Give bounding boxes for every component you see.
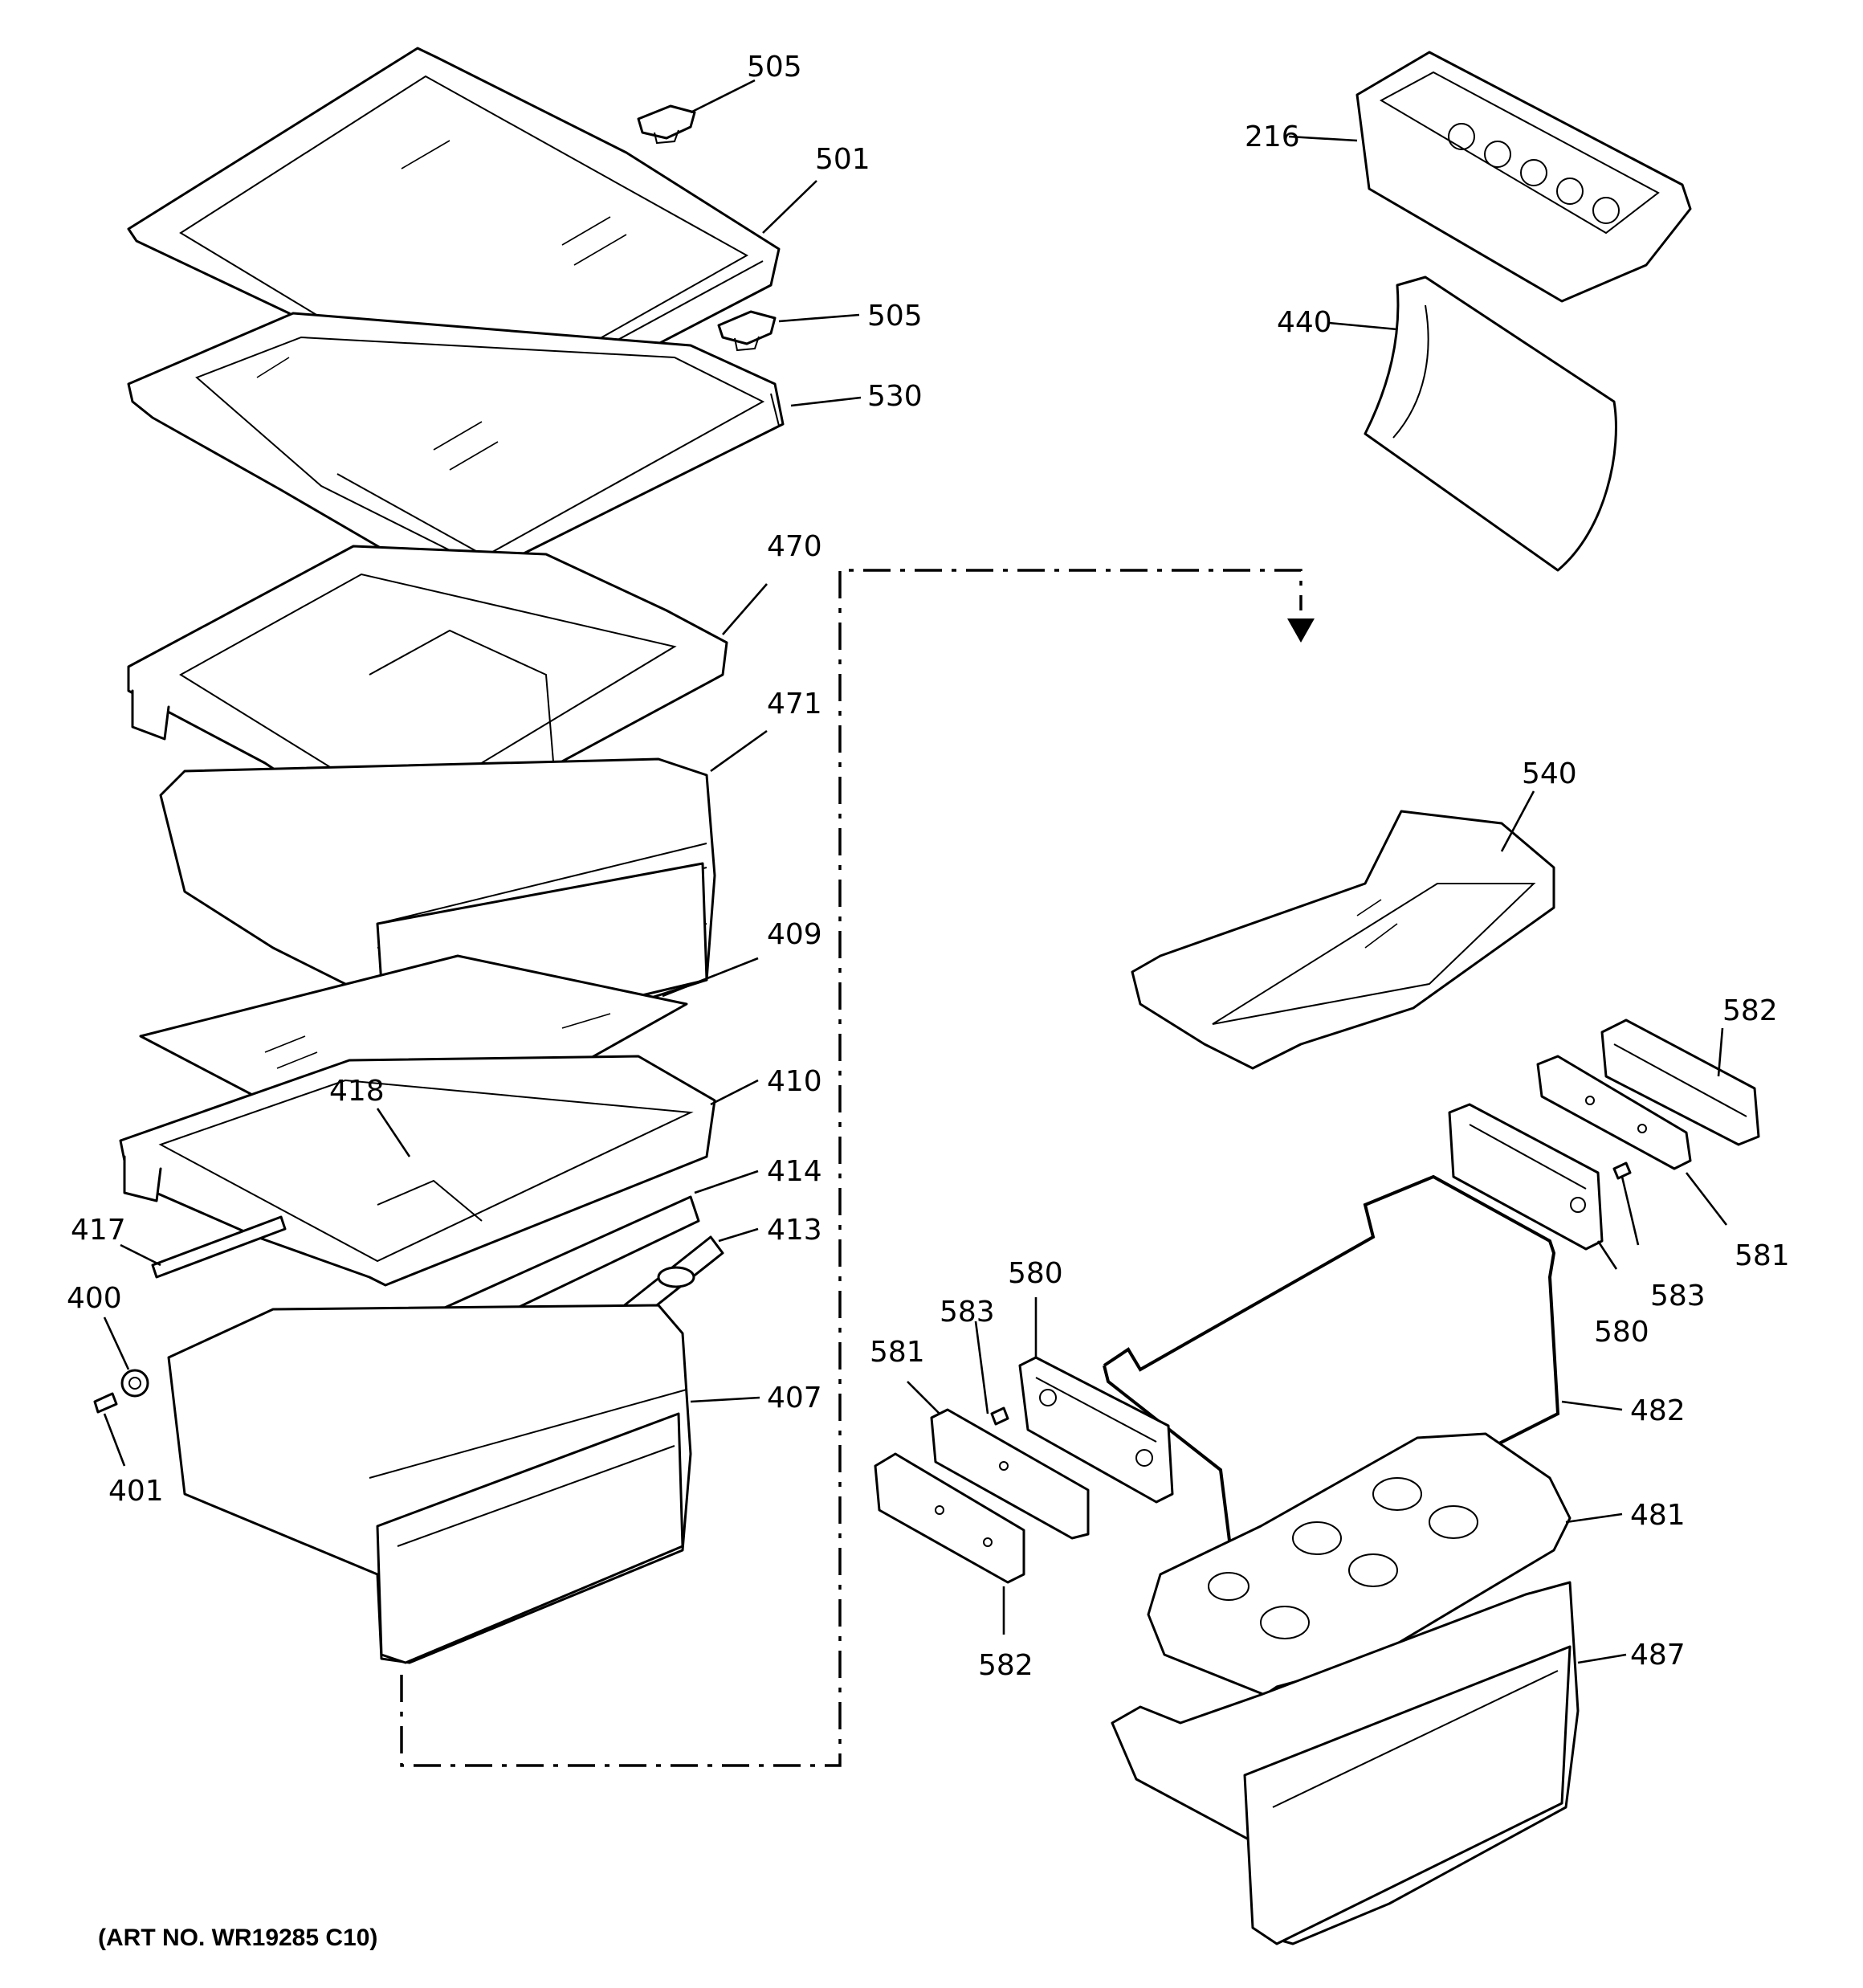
part-505-clip-upper[interactable] <box>637 104 696 145</box>
leader-lines <box>103 79 1728 1664</box>
part-440-cover[interactable] <box>1364 276 1617 572</box>
assembly-reference-line <box>400 569 1315 1767</box>
part-487-drawer[interactable] <box>1111 1581 1580 1945</box>
callout-labels: 505 501 505 530 470 471 409 418 410 414 … <box>67 51 1790 1682</box>
part-401-screw[interactable] <box>93 1392 118 1414</box>
part-582-bracket-left[interactable] <box>874 1452 1025 1584</box>
callout-401: 401 <box>108 1475 164 1508</box>
part-581-rail-left[interactable] <box>930 1408 1090 1540</box>
callout-470: 470 <box>767 530 822 563</box>
callout-583-left: 583 <box>940 1296 995 1329</box>
art-number: (ART NO. WR19285 C10) <box>98 1925 377 1951</box>
part-417-rod[interactable] <box>151 1215 287 1279</box>
part-505-clip-lower[interactable] <box>717 310 777 352</box>
callout-580-left: 580 <box>1008 1257 1063 1290</box>
part-583-screw-left[interactable] <box>990 1406 1009 1426</box>
callout-414: 414 <box>767 1155 822 1188</box>
callout-471: 471 <box>767 688 822 720</box>
part-583-screw-right[interactable] <box>1612 1161 1632 1180</box>
callout-583-right: 583 <box>1650 1280 1706 1312</box>
callout-482: 482 <box>1630 1394 1686 1427</box>
callout-505-mid: 505 <box>867 300 923 333</box>
callout-409: 409 <box>767 918 822 951</box>
part-540-tray[interactable] <box>1131 810 1555 1070</box>
callout-540: 540 <box>1522 757 1577 790</box>
callout-400: 400 <box>67 1282 122 1315</box>
callout-440: 440 <box>1277 306 1332 339</box>
callout-417: 417 <box>71 1214 126 1247</box>
part-580-bracket-right[interactable] <box>1448 1103 1604 1251</box>
callout-530: 530 <box>867 380 923 413</box>
callout-580-right: 580 <box>1594 1316 1649 1349</box>
callout-407: 407 <box>767 1382 822 1414</box>
callout-581-left: 581 <box>870 1336 925 1369</box>
part-216-bin[interactable] <box>1355 51 1692 303</box>
part-530-shelf-frame[interactable] <box>127 312 785 592</box>
callout-487: 487 <box>1630 1639 1686 1672</box>
callout-582-left: 582 <box>978 1649 1033 1682</box>
callout-505-top: 505 <box>747 51 802 84</box>
callout-582-right: 582 <box>1722 994 1778 1027</box>
callout-216: 216 <box>1245 120 1300 153</box>
callout-413: 413 <box>767 1214 822 1247</box>
callout-418: 418 <box>329 1075 385 1108</box>
arrow-down-icon <box>1287 618 1315 643</box>
part-581-rail-right[interactable] <box>1536 1055 1692 1170</box>
callout-410: 410 <box>767 1065 822 1098</box>
callout-501: 501 <box>815 143 870 176</box>
part-407-drawer[interactable] <box>167 1304 692 1664</box>
part-400-roller-wheel[interactable] <box>120 1369 149 1398</box>
callout-481: 481 <box>1630 1499 1686 1532</box>
callout-581-right: 581 <box>1735 1239 1790 1272</box>
part-582-bracket-right[interactable] <box>1600 1018 1760 1146</box>
